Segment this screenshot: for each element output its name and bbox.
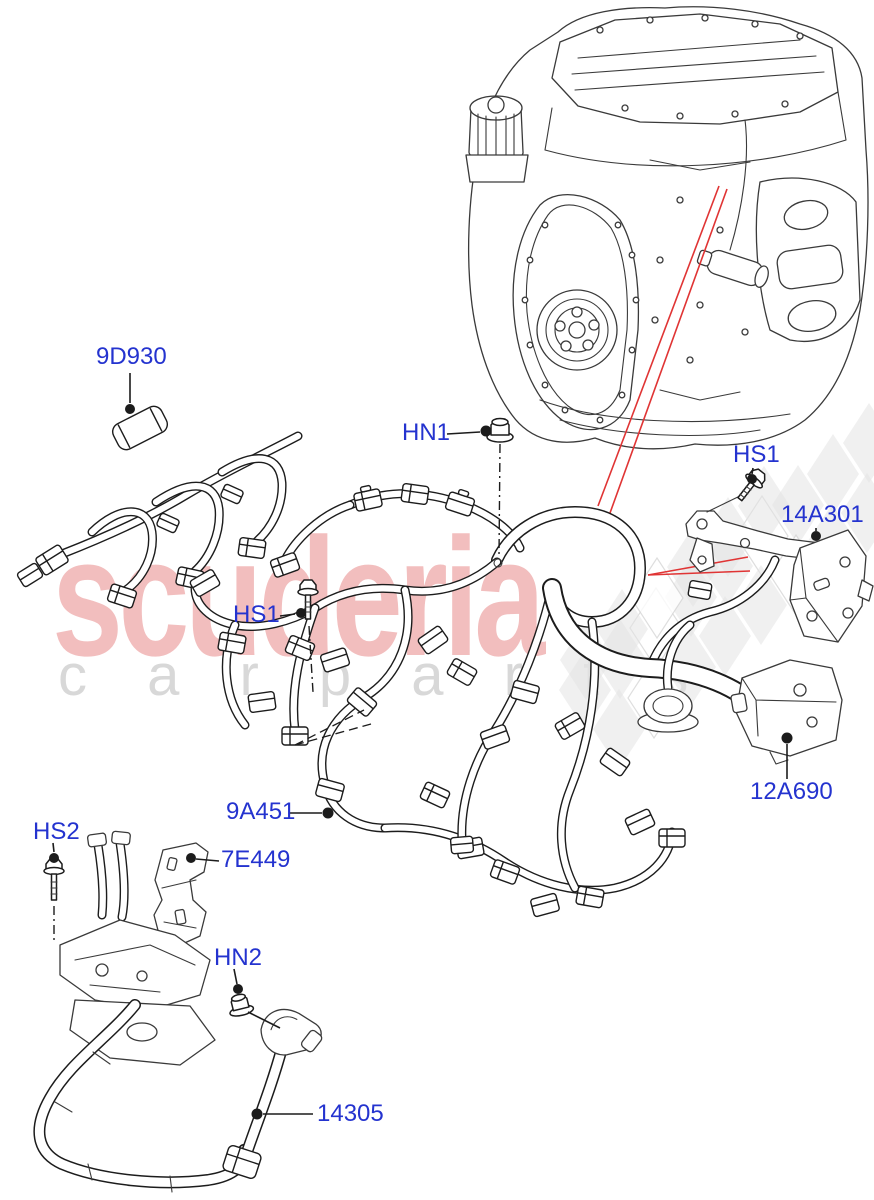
grommet [637,620,699,733]
part-label-hs1-center[interactable]: HS1 [233,601,280,628]
bolt-hs1-center-icon [297,579,319,620]
red-callout-lines [597,185,751,576]
main-harness [189,482,780,918]
harness-9d930 [16,405,303,609]
part-label-hn1[interactable]: HN1 [402,419,451,446]
part-label-9a451[interactable]: 9A451 [226,798,296,825]
cable-elbow [260,1008,323,1056]
callout-leaders [49,373,821,1120]
oil-reservoir [465,95,529,183]
part-label-12a690[interactable]: 12A690 [750,778,833,805]
part-label-14305[interactable]: 14305 [317,1100,384,1127]
nut-hn2-icon [229,993,255,1017]
part-label-hn2[interactable]: HN2 [214,944,263,971]
intake-manifold [755,177,861,342]
module-12a690 [730,659,843,765]
battery-cable-14305 [33,830,323,1193]
nut-hn1-icon [486,417,514,443]
part-label-14a301[interactable]: 14A301 [781,501,864,528]
dashed-pointer [294,709,372,746]
engine-illustration [465,6,869,450]
bolt-hs2-icon [43,858,65,901]
part-label-9d930[interactable]: 9D930 [96,343,167,370]
bracket-14a301 [685,493,874,643]
part-label-hs1-right[interactable]: HS1 [733,441,780,468]
bracket-7e449 [153,842,209,947]
part-label-7e449[interactable]: 7E449 [221,846,291,873]
part-label-hs2[interactable]: HS2 [33,818,80,845]
timing-cover [512,193,640,431]
harness-boot [111,405,169,451]
